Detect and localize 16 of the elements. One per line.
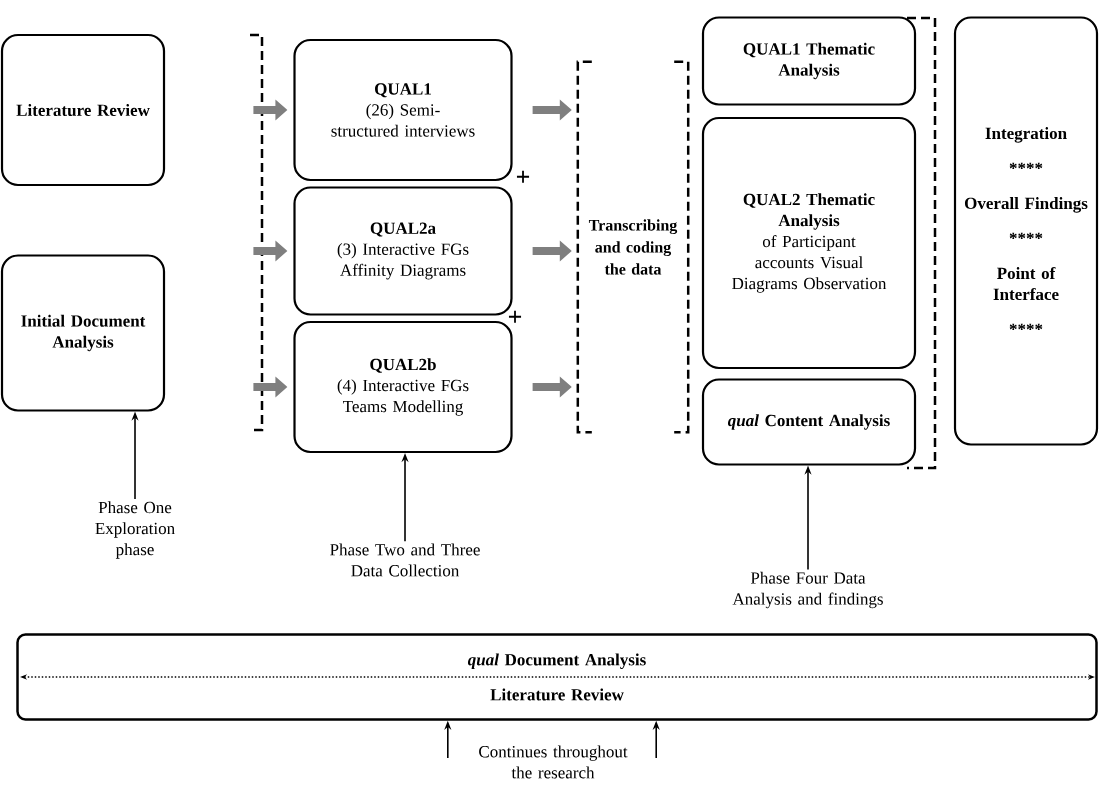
phase-label: Phase One Exploration phase [95,501,175,559]
process-box: QUAL1 (26) Semi-structured interviews [293,38,513,182]
phase-label: Phase Four Data Analysis and findings [732,571,883,609]
process-box: Integration **** Overall Findings **** Point of Interface **** [953,16,1099,446]
note-text: Continues throughout the research [479,745,628,779]
process-box: QUAL2b (4) Interactive FGs Teams Modelling [293,320,513,454]
bracketed-step: Transcribing and coding the data [576,60,690,434]
phase-label: Phase Two and Three Data Collection [330,543,480,577]
band-box: qual Document Analysis Literature Review [16,633,1098,721]
process-box: QUAL1 Thematic Analysis [701,16,917,106]
process-box: qual Content Analysis [701,378,917,466]
process-box: QUAL2a (3) Interactive FGs Affinity Diagrams [293,186,513,316]
process-box: Initial Document Analysis [0,254,166,412]
plus-sign: + [516,170,530,183]
process-box: QUAL2 Thematic Analysis of Participant accounts Visual Diagrams Observation [701,116,917,370]
process-box: Literature Review [0,33,166,187]
